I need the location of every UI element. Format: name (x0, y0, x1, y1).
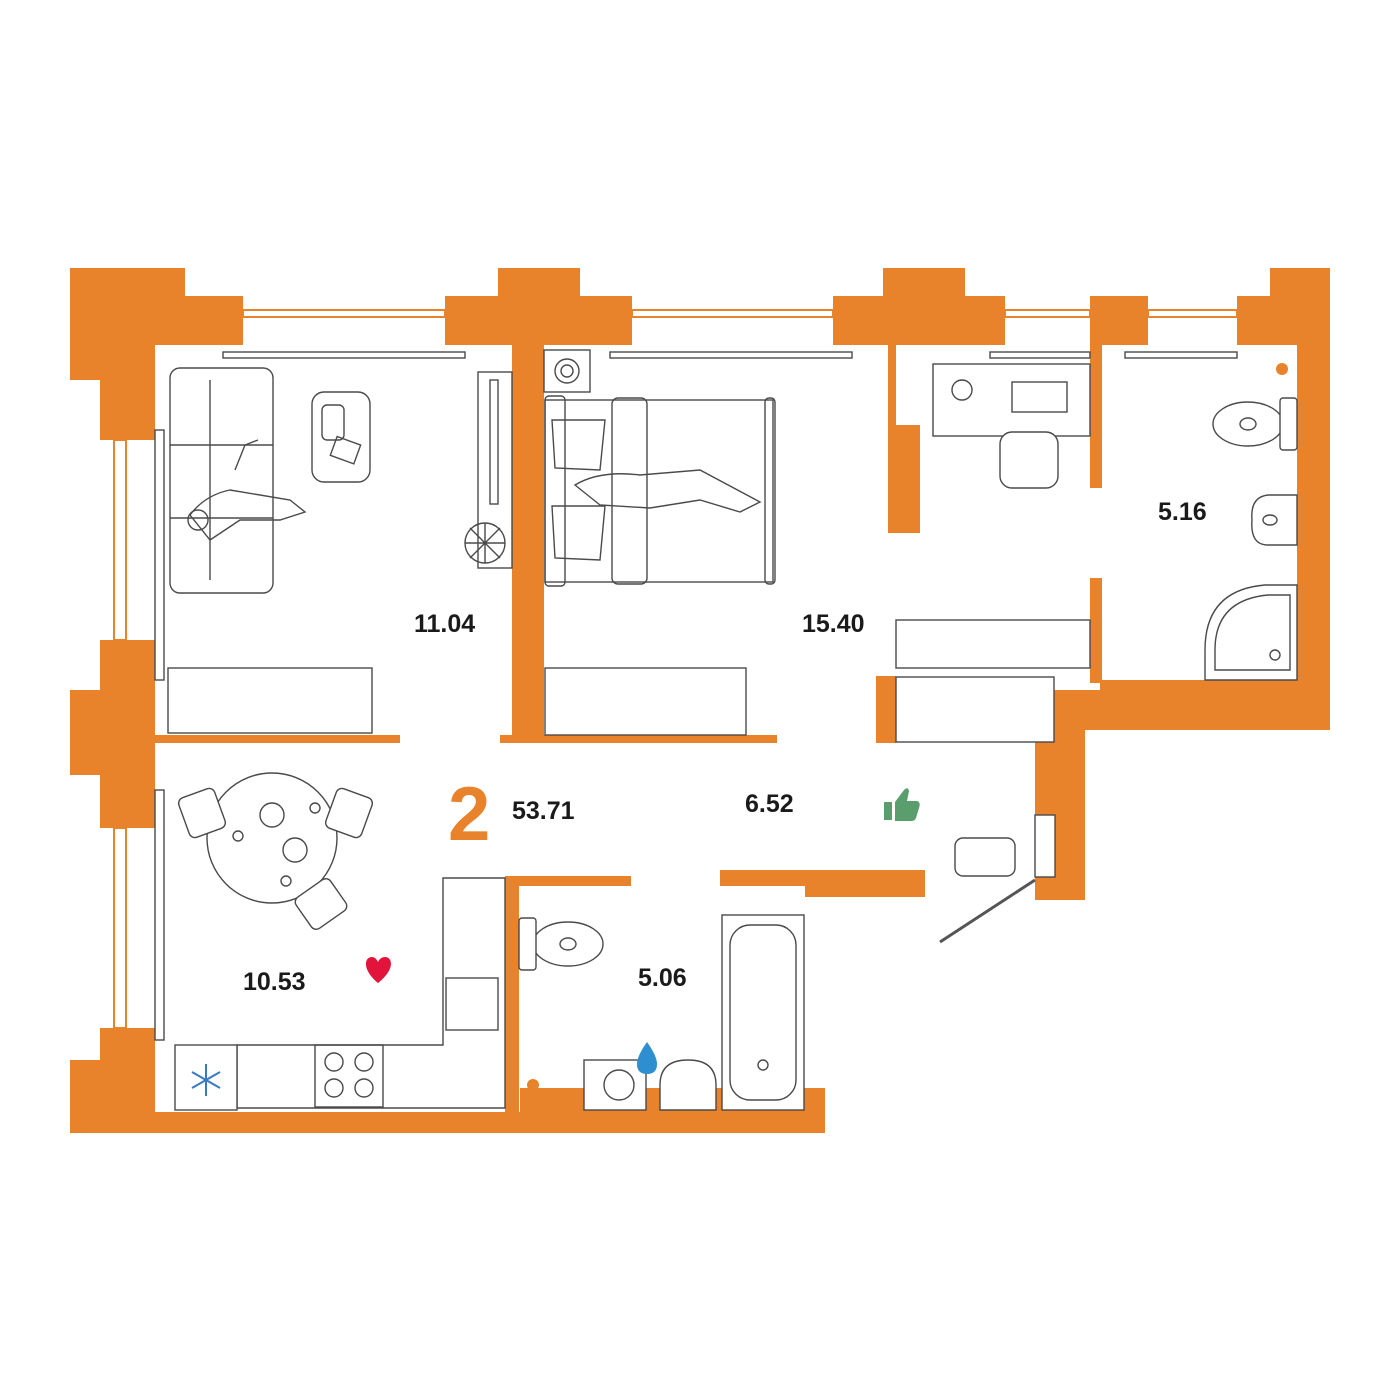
wall-left-bottom (70, 870, 925, 1133)
entrance-door (939, 878, 1036, 944)
total-area: 53.71 (512, 797, 575, 825)
room-count: 2 (448, 772, 490, 857)
tv-stand (477, 371, 513, 569)
wall-left-mid-2 (70, 690, 155, 828)
wall-kitchen-bath (505, 878, 519, 1112)
snowflake-icon (191, 1064, 221, 1096)
water-drop-icon (637, 1042, 657, 1074)
area-bedroom: 15.40 (802, 610, 865, 638)
kitchen-furniture (154, 772, 506, 1111)
area-bathroom-center: 5.06 (638, 964, 687, 992)
washing-machine-bedroom (543, 349, 591, 393)
wall-top-mid-3 (1090, 296, 1148, 345)
shower-right (1204, 584, 1298, 681)
hall-rug (954, 837, 1016, 877)
wall-top-mid-1 (445, 268, 632, 345)
office-furniture (895, 351, 1091, 669)
desk-chair (999, 431, 1059, 489)
wall-bath-top-left (505, 876, 631, 886)
wall-top-mid-2 (833, 268, 1005, 345)
wall-office-bath (1090, 345, 1102, 488)
sink-right (1251, 494, 1298, 546)
wall-bedroom-office-2 (888, 425, 920, 533)
sink-center (659, 1059, 717, 1111)
heart-icon (365, 957, 391, 983)
area-bathroom-right: 5.16 (1158, 498, 1207, 526)
wall-bedroom-bottom (500, 735, 777, 743)
hall-shelf (1034, 814, 1056, 878)
living-wardrobe (167, 667, 373, 734)
wall-living-bottom (155, 735, 400, 743)
wall-office-bath-2 (1090, 578, 1102, 683)
sofa (169, 367, 274, 594)
hall-cabinet (895, 619, 1091, 669)
thumbs-up-icon (884, 788, 920, 821)
area-living-room: 11.04 (414, 610, 475, 638)
bathroom-center-fixtures (518, 914, 805, 1111)
washing-machine (583, 1059, 647, 1111)
dining-table (206, 772, 338, 904)
wall-bath-top-right (720, 876, 925, 886)
area-hallway: 6.52 (745, 790, 794, 818)
plant (464, 522, 506, 564)
wall-living-bedroom (512, 345, 544, 735)
toilet-right (1212, 397, 1298, 451)
area-kitchen: 10.53 (243, 968, 306, 996)
wall-top-left-corner (70, 268, 243, 440)
hall-wardrobe (895, 676, 1055, 743)
walls (70, 268, 1330, 1133)
bathroom-right-fixtures (1124, 351, 1298, 681)
hallway-furniture (895, 676, 1056, 944)
wall-hall-closet (876, 676, 896, 743)
living-room-furniture (154, 351, 513, 734)
bedroom-furniture (543, 349, 853, 736)
toilet-center (518, 917, 604, 971)
bathtub (721, 914, 805, 1111)
wall-bedroom-office (888, 345, 896, 425)
bedroom-wardrobe (544, 667, 747, 736)
